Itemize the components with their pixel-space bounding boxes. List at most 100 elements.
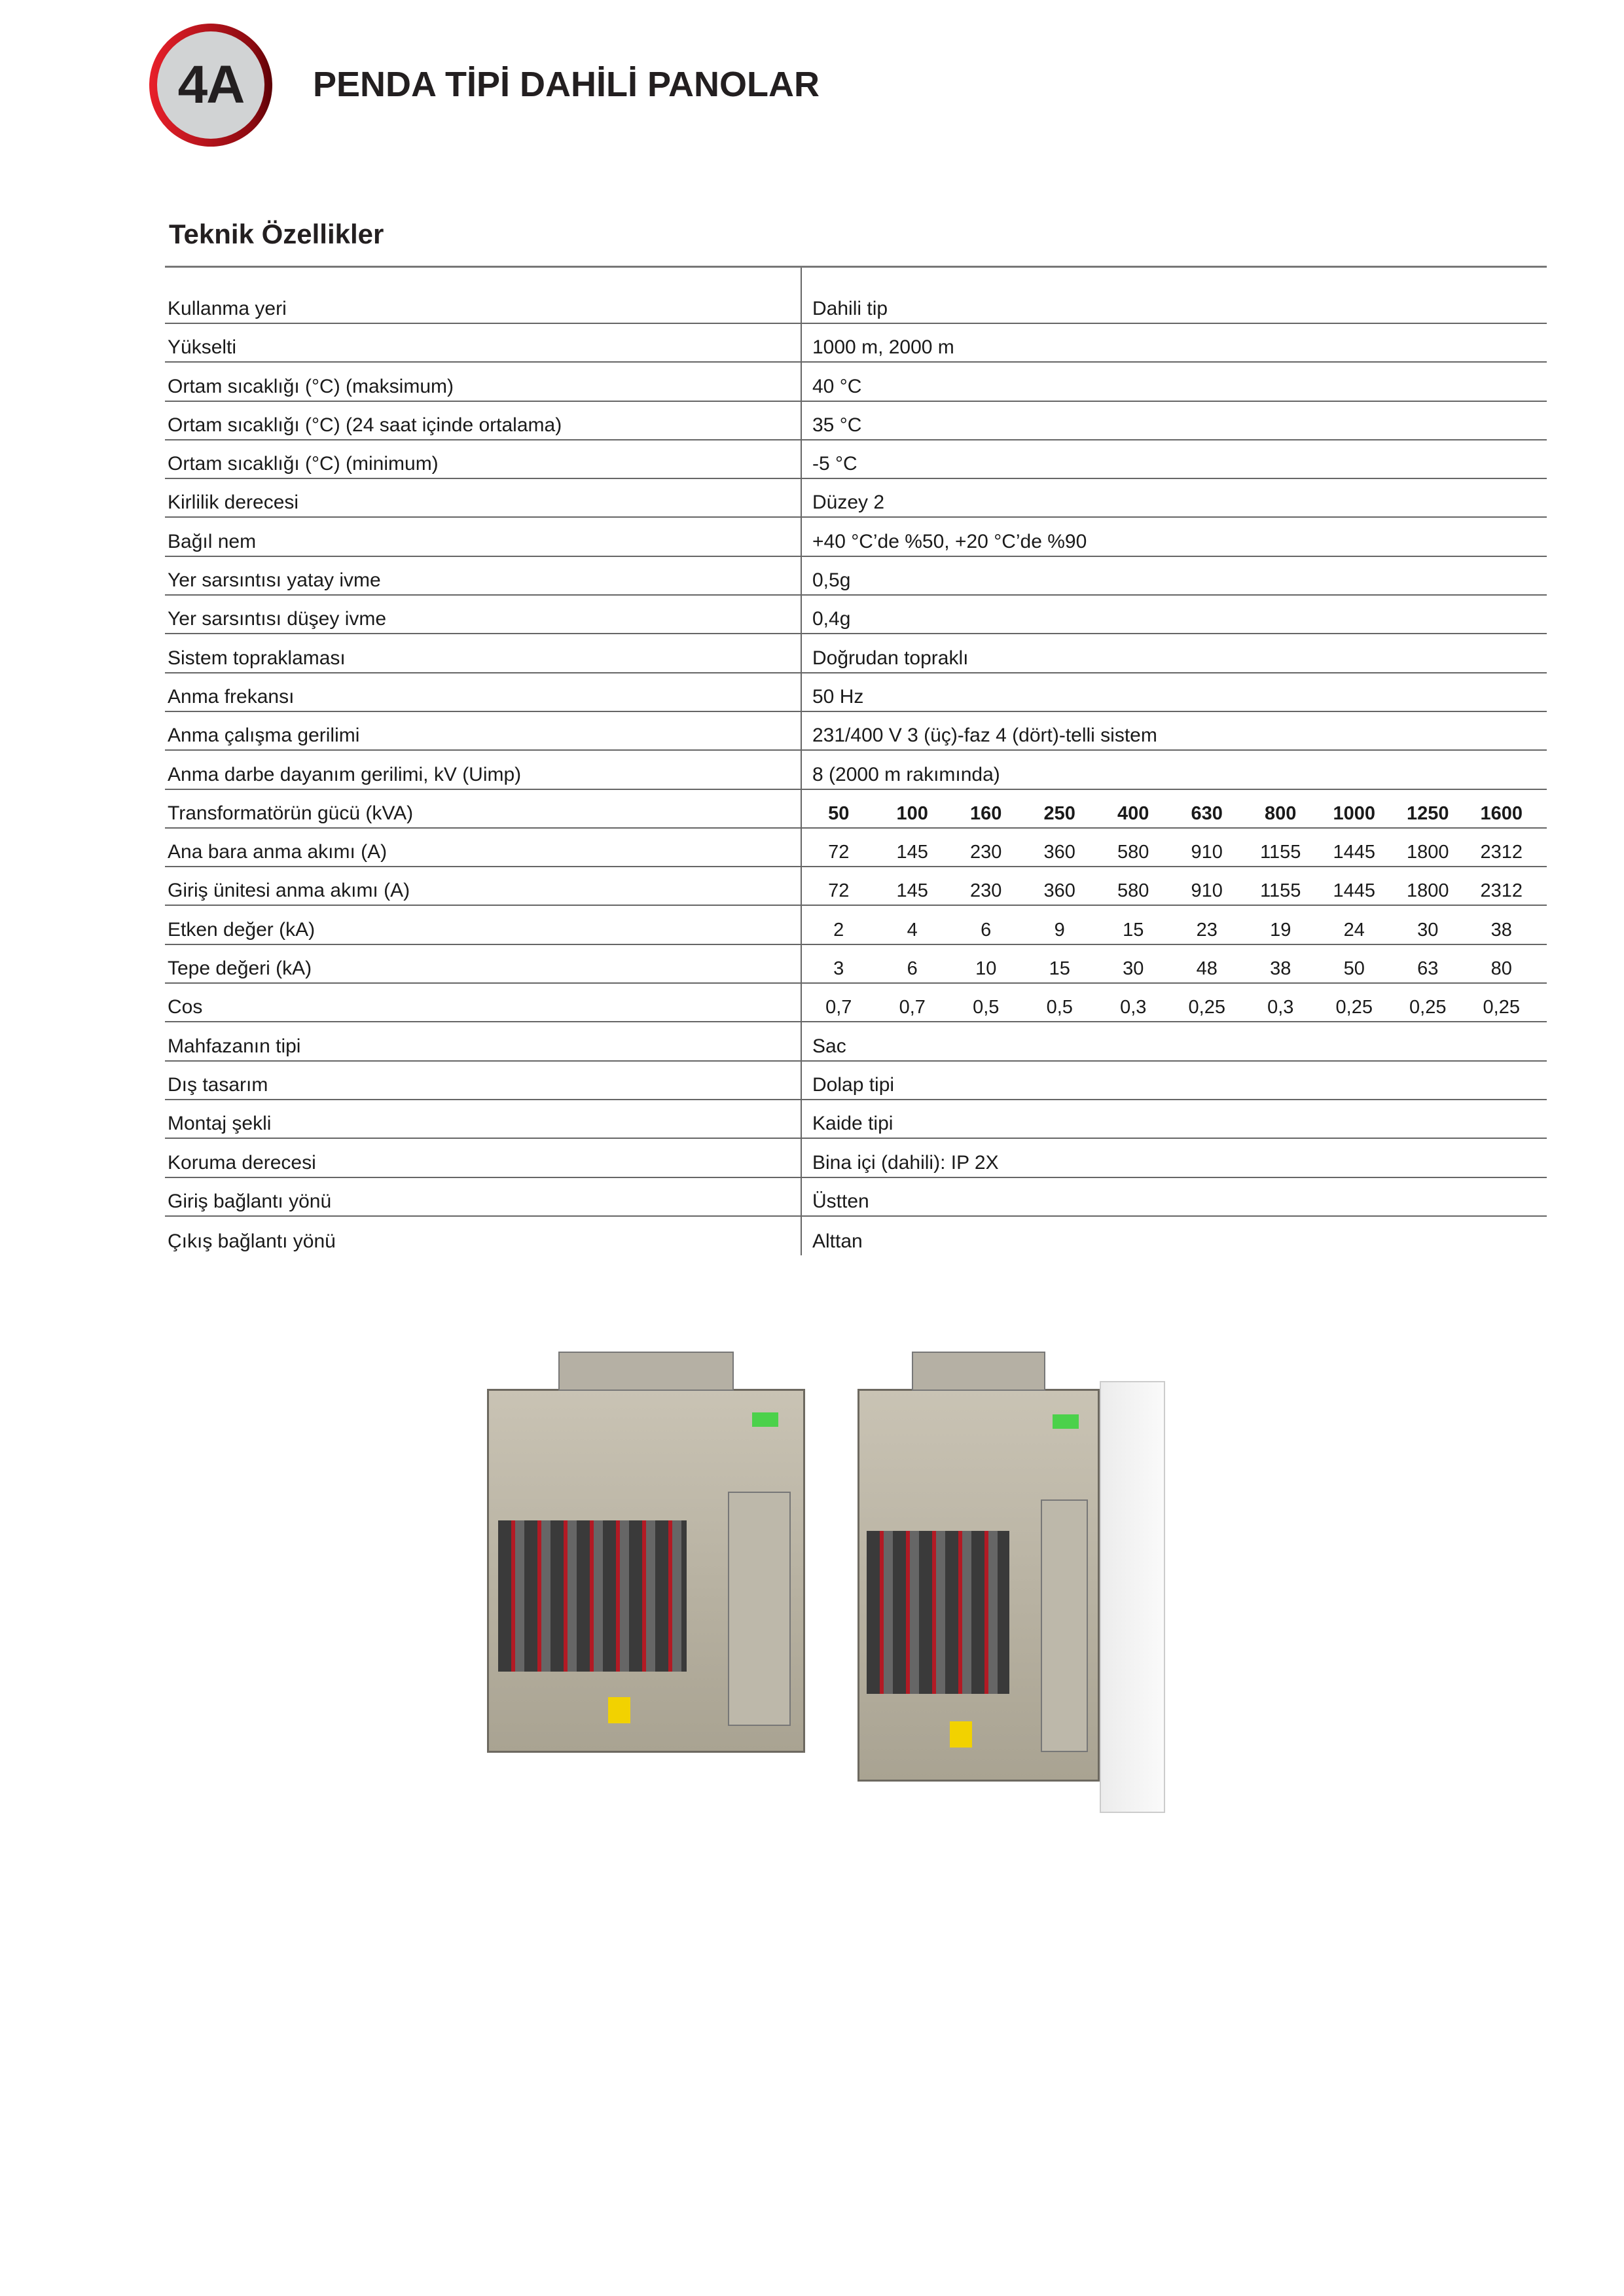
- row-label: Transformatörün gücü (kVA): [165, 789, 802, 827]
- table-cell: 0,25: [1409, 997, 1447, 1018]
- table-cell: 72: [828, 842, 850, 863]
- row-value: Bina içi (dahili): IP 2X: [812, 1151, 999, 1174]
- table-cell: 50: [828, 802, 850, 824]
- table-cell: 0,25: [1188, 997, 1225, 1018]
- table-cell: 1155: [1260, 842, 1301, 863]
- table-row: Sistem topraklaması Doğrudan topraklı: [165, 634, 1547, 673]
- table-cell: 630: [1191, 802, 1223, 824]
- table-cell: 0,7: [825, 997, 852, 1018]
- table-cell: 910: [1191, 842, 1223, 863]
- table-cell: 0,25: [1483, 997, 1520, 1018]
- row-label: Montaj şekli: [165, 1100, 802, 1138]
- table-cell: 1800: [1406, 842, 1449, 863]
- table-cell: 63: [1417, 958, 1439, 980]
- table-cell: 230: [970, 880, 1002, 902]
- row-label: Kullanma yeri: [165, 268, 802, 323]
- row-label: Giriş ünitesi anma akımı (A): [165, 867, 802, 905]
- row-label: Anma çalışma gerilimi: [165, 711, 802, 750]
- table-cell: 50: [1343, 958, 1365, 980]
- table-cell: 19: [1270, 919, 1291, 941]
- table-cell: 0,3: [1267, 997, 1294, 1018]
- row-label: Çıkış bağlantı yönü: [165, 1216, 802, 1256]
- table-cell: 1000: [1333, 802, 1375, 824]
- table-cell: 800: [1265, 802, 1297, 824]
- table-cell: 400: [1117, 802, 1149, 824]
- table-cell: 1600: [1480, 802, 1523, 824]
- row-label: Bağıl nem: [165, 518, 802, 556]
- row-value: 231/400 V 3 (üç)-faz 4 (dört)-telli sist…: [812, 725, 1157, 747]
- row-value: 0,5g: [812, 569, 851, 592]
- table-cell: 230: [970, 842, 1002, 863]
- row-label: Anma darbe dayanım gerilimi, kV (Uimp): [165, 751, 802, 789]
- table-row: Ortam sıcaklığı (°C) (24 saat içinde ort…: [165, 401, 1547, 440]
- row-label: Ortam sıcaklığı (°C) (24 saat içinde ort…: [165, 401, 802, 439]
- row-label: Ortam sıcaklığı (°C) (maksimum): [165, 363, 802, 401]
- page-title: PENDA TİPİ DAHİLİ PANOLAR: [313, 65, 820, 104]
- row-value: +40 °C’de %50, +20 °C’de %90: [812, 530, 1087, 552]
- table-cell: 0,5: [973, 997, 1000, 1018]
- row-value: 50 Hz: [812, 685, 864, 708]
- row-value: Sac: [812, 1035, 846, 1057]
- table-row: Anma frekansı 50 Hz: [165, 673, 1547, 712]
- table-cell: 1445: [1333, 880, 1375, 902]
- table-row: Ortam sıcaklığı (°C) (minimum)-5 °C: [165, 440, 1547, 480]
- table-cell: 15: [1123, 919, 1144, 941]
- table-row: Bağıl nem +40 °C’de %50, +20 °C’de %90: [165, 518, 1547, 557]
- table-cell: 100: [896, 802, 928, 824]
- row-value: 1000 m, 2000 m: [812, 336, 954, 359]
- table-row: Transformatörün gücü (kVA) 50 100 160 250 400…: [165, 789, 1547, 829]
- table-cell: 24: [1343, 919, 1365, 941]
- warning-icon: [608, 1696, 631, 1723]
- table-cell: 250: [1043, 802, 1075, 824]
- row-value: 8 (2000 m rakımında): [812, 763, 1000, 785]
- table-cell: 1445: [1333, 842, 1375, 863]
- table-cell: 0,3: [1120, 997, 1147, 1018]
- table-cell: 15: [1049, 958, 1070, 980]
- product-images: [487, 1335, 1181, 1813]
- table-cell: 360: [1043, 880, 1075, 902]
- table-cell: 580: [1117, 880, 1149, 902]
- row-label: Yer sarsıntısı düşey ivme: [165, 596, 802, 634]
- table-row: Montaj şekli Kaide tipi: [165, 1100, 1547, 1139]
- table-row: Yer sarsıntısı yatay ivme 0,5g: [165, 556, 1547, 596]
- row-label: Giriş bağlantı yönü: [165, 1177, 802, 1215]
- row-label: Mahfazanın tipi: [165, 1022, 802, 1060]
- table-cell: 80: [1490, 958, 1512, 980]
- table-cell: 30: [1123, 958, 1144, 980]
- table-cell: 10: [975, 958, 997, 980]
- table-cell: 160: [970, 802, 1002, 824]
- row-value: Üstten: [812, 1190, 869, 1212]
- table-cell: 48: [1196, 958, 1218, 980]
- panel-angled-image: [857, 1352, 1100, 1782]
- row-label: Yer sarsıntısı yatay ivme: [165, 556, 802, 595]
- row-value: Düzey 2: [812, 492, 885, 514]
- row-label: Anma frekansı: [165, 673, 802, 711]
- row-label: Cos: [165, 984, 802, 1022]
- row-value: Dahili tip: [812, 298, 888, 319]
- table-cell: 4: [907, 919, 918, 941]
- table-cell: 2: [833, 919, 844, 941]
- warning-icon: [950, 1721, 973, 1748]
- row-value: Kaide tipi: [812, 1113, 893, 1135]
- table-cell: 0,25: [1335, 997, 1373, 1018]
- row-label: Dış tasarım: [165, 1061, 802, 1099]
- row-label: Sistem topraklaması: [165, 634, 802, 672]
- table-cell: 580: [1117, 842, 1149, 863]
- table-cell: 72: [828, 880, 850, 902]
- panel-side: [1100, 1381, 1165, 1813]
- row-label: Tepe değeri (kA): [165, 944, 802, 983]
- table-cell: 9: [1054, 919, 1065, 941]
- row-value: -5 °C: [812, 453, 857, 475]
- table-cell: 30: [1417, 919, 1439, 941]
- row-label: Ana bara anma akımı (A): [165, 828, 802, 867]
- row-value: Doğrudan topraklı: [812, 647, 969, 669]
- table-row: Anma çalışma gerilimi 231/400 V 3 (üç)-fa…: [165, 711, 1547, 751]
- row-value: 35 °C: [812, 414, 862, 436]
- table-cell: 1800: [1406, 880, 1449, 902]
